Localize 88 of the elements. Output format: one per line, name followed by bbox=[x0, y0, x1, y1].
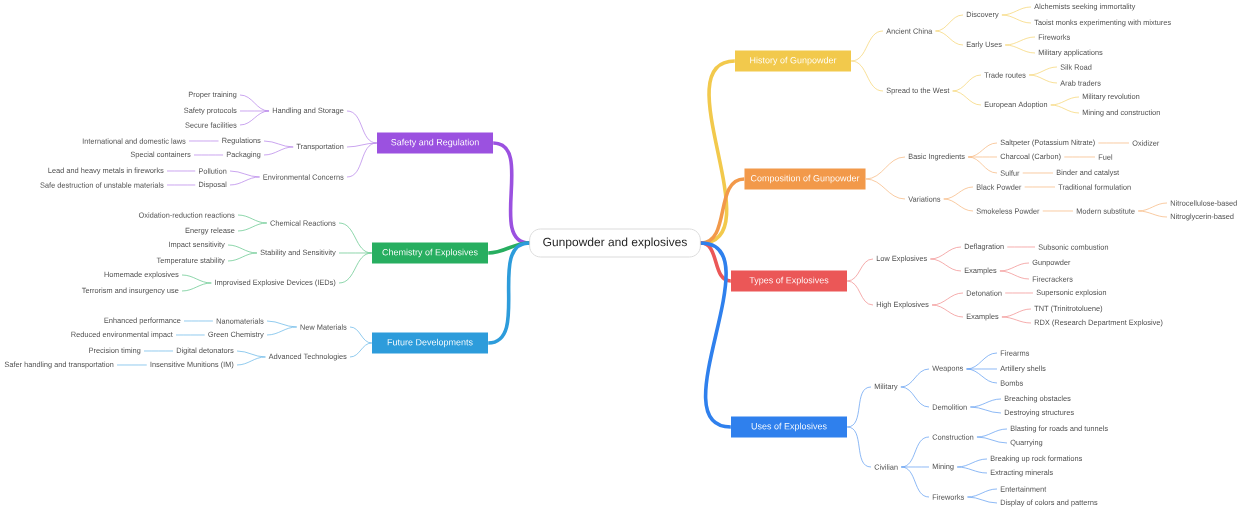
connector-line bbox=[700, 241, 732, 429]
connector-line bbox=[846, 386, 872, 428]
connector-line bbox=[349, 326, 373, 344]
connector-line bbox=[229, 176, 260, 186]
connector-line bbox=[1004, 44, 1036, 54]
connector-line bbox=[931, 304, 964, 318]
connector-line bbox=[1001, 14, 1032, 24]
connector-line bbox=[227, 252, 258, 262]
connector-line bbox=[846, 258, 874, 282]
connector-line bbox=[349, 342, 373, 358]
connector-line bbox=[1001, 6, 1032, 16]
connector-line bbox=[900, 466, 930, 468]
connector-line bbox=[943, 198, 974, 212]
connector-line bbox=[846, 426, 872, 468]
connector-line bbox=[1098, 142, 1130, 144]
connector-line bbox=[338, 252, 373, 254]
connector-line bbox=[338, 252, 373, 284]
connector-line bbox=[1024, 186, 1056, 188]
connector-line bbox=[956, 466, 988, 474]
connector-line bbox=[900, 368, 930, 388]
connector-line bbox=[952, 90, 982, 106]
connector-line bbox=[188, 140, 219, 142]
connector-line bbox=[1050, 104, 1080, 114]
connector-line bbox=[865, 178, 906, 200]
connector-line bbox=[239, 110, 270, 112]
connector-line bbox=[970, 398, 1002, 408]
connector-line bbox=[931, 292, 964, 306]
connector-line bbox=[266, 320, 298, 328]
connector-line bbox=[193, 154, 224, 156]
connector-line bbox=[967, 156, 998, 174]
branch-box: Safety and Regulation bbox=[377, 132, 493, 154]
connector-line bbox=[1050, 96, 1080, 106]
connector-line bbox=[181, 282, 212, 292]
connector-line bbox=[175, 334, 206, 336]
connector-line bbox=[966, 368, 998, 370]
connector-line bbox=[263, 146, 294, 156]
branch-box: Chemistry of Explosives bbox=[372, 242, 488, 264]
connector-line bbox=[1137, 210, 1168, 218]
connector-line bbox=[967, 156, 998, 158]
connector-line bbox=[1006, 246, 1036, 248]
connector-line bbox=[263, 140, 294, 148]
central-topic-box: Gunpowder and explosives bbox=[529, 228, 701, 258]
branch-box: Future Developments bbox=[372, 332, 488, 354]
connector-line bbox=[900, 386, 930, 408]
connector-line bbox=[236, 350, 266, 358]
branch-box: Composition of Gunpowder bbox=[744, 168, 866, 190]
connector-line bbox=[1063, 156, 1096, 158]
connector-line bbox=[999, 270, 1030, 280]
connector-line bbox=[967, 496, 998, 504]
connector-line bbox=[865, 156, 906, 180]
connector-line bbox=[183, 320, 214, 322]
connector-line bbox=[930, 246, 962, 260]
connector-line bbox=[850, 30, 884, 62]
connector-line bbox=[237, 222, 268, 232]
connector-line bbox=[239, 110, 270, 126]
connector-line bbox=[236, 356, 266, 366]
connector-line bbox=[166, 170, 196, 172]
connector-line bbox=[900, 466, 930, 498]
connector-line bbox=[1028, 66, 1058, 76]
connector-line bbox=[999, 262, 1030, 272]
connector-line bbox=[935, 14, 964, 32]
connector-line bbox=[850, 60, 884, 92]
connector-line bbox=[952, 74, 982, 92]
connector-line bbox=[1022, 172, 1054, 174]
connector-line bbox=[229, 170, 260, 178]
branch-box: Types of Explosives bbox=[731, 270, 847, 292]
connector-line bbox=[976, 436, 1008, 444]
connector-line bbox=[181, 274, 212, 284]
connector-line bbox=[346, 142, 378, 178]
connector-line bbox=[930, 258, 962, 272]
connector-line bbox=[966, 368, 998, 384]
connector-line bbox=[1004, 292, 1034, 294]
connector-line bbox=[227, 244, 258, 254]
connector-line bbox=[967, 488, 998, 498]
connector-line bbox=[346, 142, 378, 148]
connector-line bbox=[116, 364, 148, 366]
connector-line bbox=[943, 186, 974, 200]
connector-line bbox=[143, 350, 174, 352]
connector-line bbox=[266, 326, 298, 336]
connector-line bbox=[166, 184, 196, 186]
connector-line bbox=[1028, 74, 1058, 84]
connector-line bbox=[1042, 210, 1074, 212]
branch-box: Uses of Explosives bbox=[731, 416, 847, 438]
branch-box: History of Gunpowder bbox=[735, 50, 851, 72]
connector-line bbox=[935, 30, 964, 46]
connector-line bbox=[846, 280, 874, 306]
connector-line bbox=[1001, 316, 1032, 324]
connector-line bbox=[970, 406, 1002, 414]
